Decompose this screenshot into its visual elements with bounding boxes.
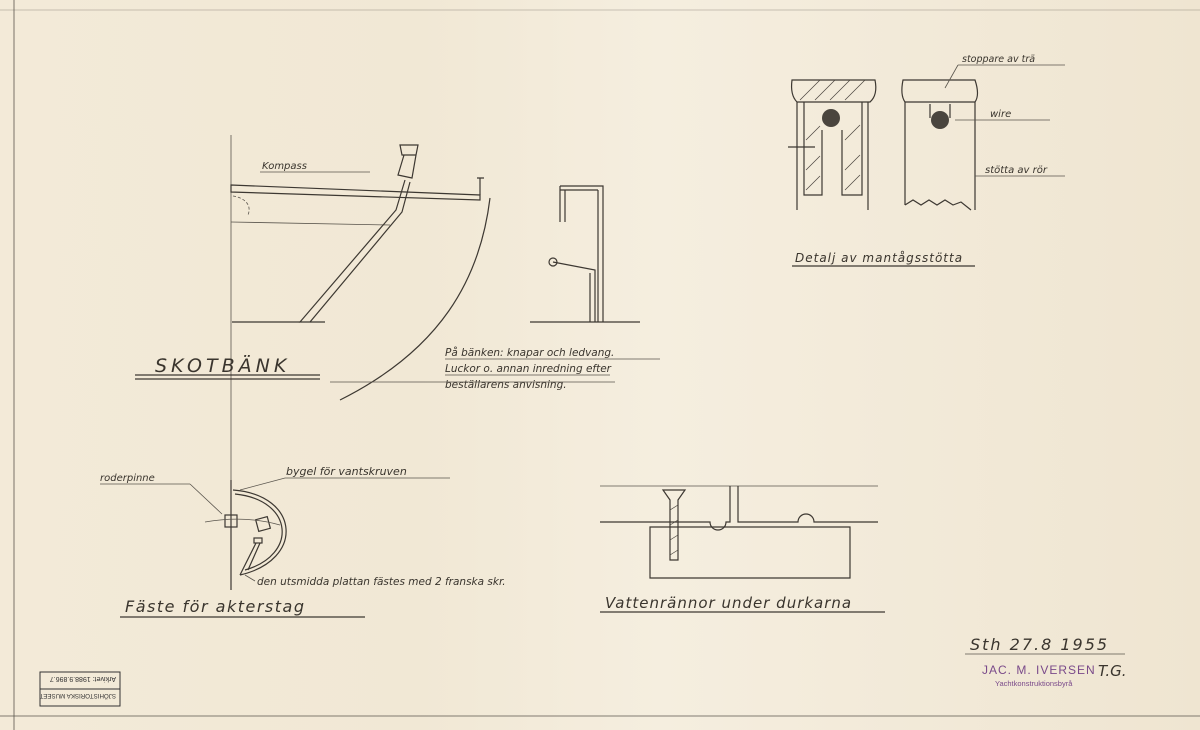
museum-name: SJÖHISTORISKA MUSEET [39, 692, 116, 699]
designer-stamp-name: JAC. M. IVERSEN [982, 663, 1096, 677]
skotbank-note-line-3: beställarens anvisning. [445, 379, 567, 391]
museum-archive: Arkivet: 1988.9.896.7 [50, 675, 116, 682]
place-date: Sth 27.8 1955 [970, 635, 1109, 654]
initials: T.G. [1098, 662, 1127, 680]
skotbank-note-line-1: På bänken: knapar och ledvang. [445, 346, 614, 359]
platta-label: den utsmidda plattan fästes med 2 fransk… [257, 576, 506, 588]
bygel-label: bygel för vantskruven [286, 465, 407, 478]
skotbank-note-line-2: Luckor o. annan inredning efter [445, 363, 612, 375]
skotbank-title: SKOTBÄNK [155, 354, 290, 377]
mantag-detail-drawing: stoppare av trä wire stötta av rör Detal… [788, 54, 1065, 267]
stotta-label: stötta av rör [985, 165, 1048, 176]
wire-label: wire [990, 109, 1011, 120]
kompass-label: Kompass [262, 161, 307, 172]
mantag-title: Detalj av mantågsstötta [795, 251, 963, 265]
museum-stamp: SJÖHISTORISKA MUSEET Arkivet: 1988.9.896… [39, 671, 121, 707]
akterstag-title: Fäste för akterstag [125, 597, 305, 616]
designer-stamp-sub: Yachtkonstruktionsbyrå [995, 679, 1073, 688]
vatten-title: Vattenrännor under durkarna [605, 594, 852, 612]
skotbank-section-drawing: Kompass SKOTBÄNK [135, 135, 491, 520]
signature-block: Sth 27.8 1955 JAC. M. IVERSEN Yachtkonst… [965, 635, 1127, 688]
akterstag-drawing: roderpinne bygel för vantskruven den uts… [100, 465, 506, 618]
stoppare-label: stoppare av trä [962, 54, 1035, 65]
vattenrannor-drawing: Vattenrännor under durkarna [600, 485, 885, 613]
roderpinne-label: roderpinne [100, 473, 155, 484]
bench-detail-drawing: På bänken: knapar och ledvang. Luckor o.… [330, 185, 660, 391]
